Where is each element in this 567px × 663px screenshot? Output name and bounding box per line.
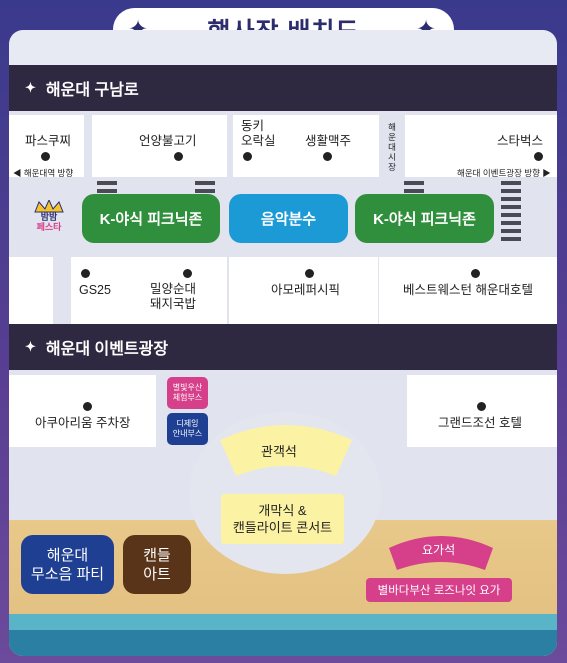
zone-candle-art-line2: 아트 xyxy=(143,565,171,583)
marker-dongki xyxy=(243,152,252,161)
stage-opening-concert[interactable]: 개막식 & 캔들라이트 콘서트 xyxy=(221,494,344,544)
crown-icon xyxy=(34,198,64,213)
section-bar-gunamro: ✦ 해운대 구남로 xyxy=(9,65,557,111)
logo-line1: 밤밤 xyxy=(40,212,58,222)
section-title-gunamro: 해운대 구남로 xyxy=(45,82,139,99)
direction-station: ◀ 해운대역 방향 xyxy=(13,168,74,178)
label-eonyang: 언양불고기 xyxy=(139,134,197,148)
label-dongki-2: 오락실 xyxy=(241,134,276,148)
marker-bestwestern xyxy=(471,269,480,278)
marker-grand-josun xyxy=(477,402,486,411)
zone-silent-party-line1: 해운대 xyxy=(46,546,89,564)
sea-deep xyxy=(9,630,557,656)
label-dongki-1: 동키 xyxy=(241,119,265,133)
zone-silent-party-line2: 무소음 파티 xyxy=(30,565,105,583)
stage-opening-line2: 캔들라이트 콘서트 xyxy=(232,520,333,535)
block-eonyang xyxy=(92,115,227,177)
zone-k-picnic-right[interactable]: K-야식 피크닉존 xyxy=(355,194,494,243)
zone-k-picnic-right-label: K-야식 피크닉존 xyxy=(373,211,476,228)
label-miryang-2: 돼지국밥 xyxy=(150,297,197,311)
label-paskucci: 파스쿠찌 xyxy=(25,134,72,148)
booth-umbrella-line2: 체험부스 xyxy=(172,393,203,402)
section-bar-event-plaza: ✦ 해운대 이벤트광장 xyxy=(9,324,557,370)
block-aquarium xyxy=(9,375,156,447)
label-gs25: GS25 xyxy=(79,283,111,297)
booth-umbrella-line1: 별빛우산 xyxy=(172,383,203,392)
label-seats[interactable]: 관객석 xyxy=(261,444,297,459)
block-gs25 xyxy=(71,257,227,324)
sparkle-icon: ✦ xyxy=(25,339,36,354)
booth-info-line1: 디제잉 xyxy=(176,419,199,428)
logo-line2: 페스타 xyxy=(36,222,62,232)
label-bestwestern: 베스트웨스턴 해운대호텔 xyxy=(403,283,533,297)
section-title-event-plaza: 해운대 이벤트광장 xyxy=(45,341,169,358)
marker-paskucci xyxy=(41,152,50,161)
block-grand-josun xyxy=(407,375,557,447)
zone-music-fountain-label: 음악분수 xyxy=(260,211,317,228)
zone-rose-yoga[interactable]: 별바다부산 로즈나잇 요가 xyxy=(366,578,512,602)
block-starbucks xyxy=(405,115,557,177)
label-market: 해 운 대 시 장 xyxy=(388,122,396,172)
festival-logo: 밤밤 페스타 xyxy=(31,198,67,238)
marker-eonyang xyxy=(174,152,183,161)
block-amore xyxy=(229,257,378,324)
yoga-seats-shape xyxy=(389,536,493,570)
direction-plaza: 해운대 이벤트광장 방향 ▶ xyxy=(457,168,551,178)
label-amore: 아모레퍼시픽 xyxy=(271,283,341,297)
marker-amore xyxy=(305,269,314,278)
block-paskucci xyxy=(9,115,84,177)
marker-aquarium xyxy=(83,402,92,411)
audience-seats-shape xyxy=(220,425,352,476)
zone-candle-art[interactable]: 캔들 아트 xyxy=(123,535,191,594)
zone-silent-party[interactable]: 해운대 무소음 파티 xyxy=(21,535,114,594)
marker-miryang xyxy=(183,269,192,278)
label-yoga-seats[interactable]: 요가석 xyxy=(422,543,456,557)
label-grand-josun: 그랜드조선 호텔 xyxy=(438,416,522,430)
booth-umbrella[interactable]: 별빛우산 체험부스 xyxy=(167,377,208,409)
zone-candle-art-line1: 캔들 xyxy=(143,546,171,564)
label-starbucks: 스타벅스 xyxy=(497,134,544,148)
booth-info-line2: 안내부스 xyxy=(172,429,203,438)
marker-starbucks xyxy=(534,152,543,161)
label-aquarium: 아쿠아리움 주차장 xyxy=(35,416,131,430)
marker-saenghwal xyxy=(323,152,332,161)
zone-rose-yoga-label: 별바다부산 로즈나잇 요가 xyxy=(377,585,501,597)
block-dongki xyxy=(233,115,379,177)
label-saenghwal: 생활맥주 xyxy=(305,134,352,148)
block-left-small xyxy=(9,257,53,324)
venue-map: ✦ 해운대 구남로 파스쿠찌 언양불고기 동키 오락실 생활맥주 해 운 대 시… xyxy=(9,30,557,656)
crosswalk-4 xyxy=(501,181,521,245)
block-bestwestern xyxy=(379,257,557,324)
marker-gs25 xyxy=(81,269,90,278)
zone-k-picnic-left-label: K-야식 피크닉존 xyxy=(99,211,203,228)
label-miryang-1: 밀양순대 xyxy=(150,282,197,296)
zone-k-picnic-left[interactable]: K-야식 피크닉존 xyxy=(82,194,220,243)
stage-opening-line1: 개막식 & xyxy=(258,503,307,518)
zone-music-fountain[interactable]: 음악분수 xyxy=(229,194,348,243)
sparkle-icon: ✦ xyxy=(25,80,36,95)
booth-info[interactable]: 디제잉 안내부스 xyxy=(167,413,208,445)
